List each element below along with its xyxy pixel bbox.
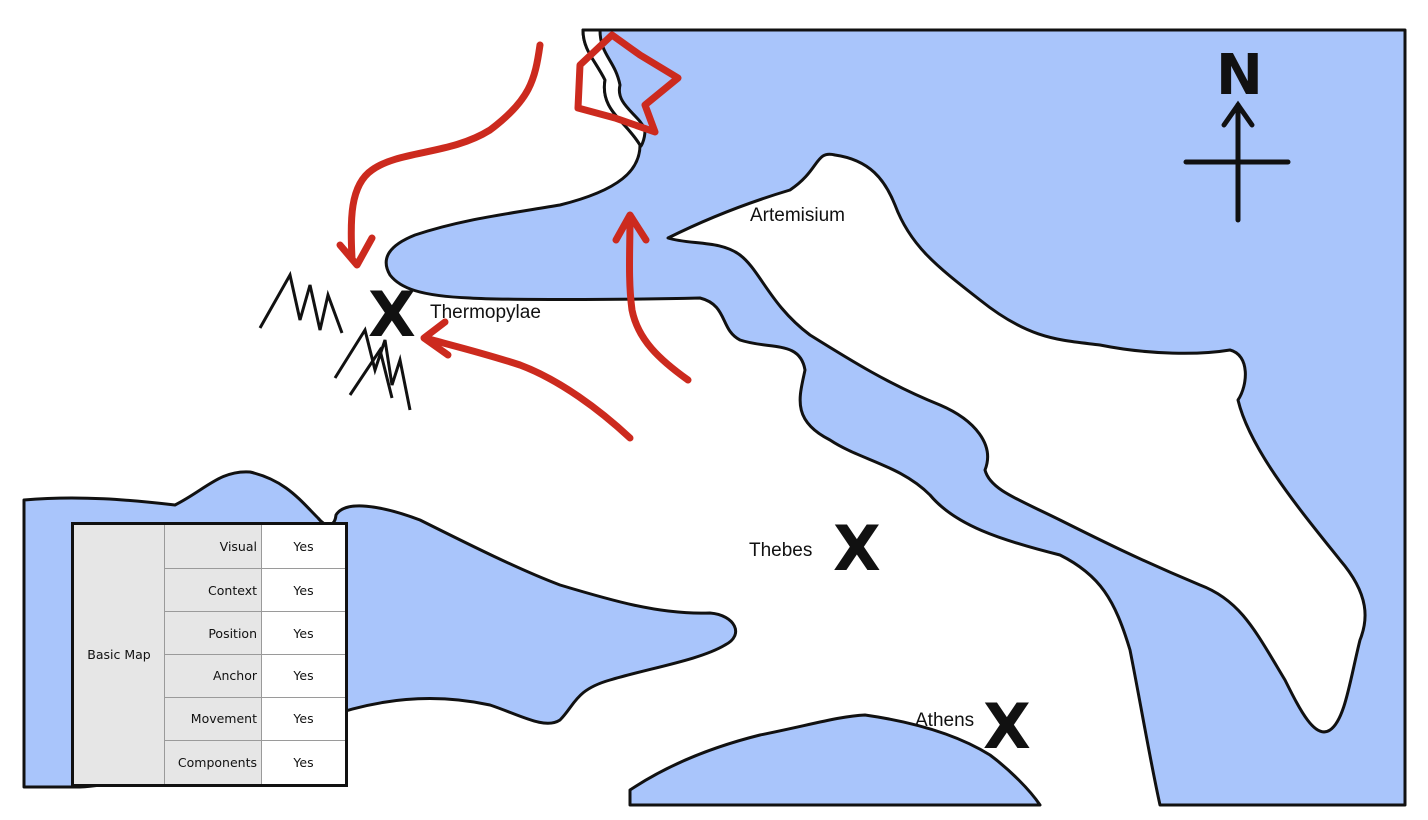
table-criterion: Visual <box>164 522 262 570</box>
place-label-thebes: Thebes <box>749 540 812 561</box>
aegean-sea <box>384 28 1407 807</box>
city-marker-athens: X <box>983 690 1031 763</box>
fleet-formation <box>574 31 682 136</box>
place-label-athens: Athens <box>915 710 974 731</box>
table-value: Yes <box>261 522 347 570</box>
table-value: Yes <box>261 696 347 741</box>
persian-route-arrow-east <box>421 334 634 442</box>
table-row: Anchor Yes <box>73 653 347 698</box>
battle-marker-thermopylae: X <box>368 278 416 351</box>
table-value: Yes <box>261 739 347 786</box>
table-criterion: Components <box>164 739 262 786</box>
arrow-head <box>612 211 650 244</box>
city-marker-thebes: X <box>833 512 881 585</box>
table-row: Position Yes <box>73 611 347 655</box>
table-criterion: Movement <box>164 696 262 741</box>
table-criterion: Position <box>164 611 262 655</box>
table-value: Yes <box>261 611 347 655</box>
movement-arrows <box>336 31 692 442</box>
table-group-label: Basic Map <box>72 523 165 786</box>
north-compass: N <box>1183 43 1291 223</box>
place-label-thermopylae: Thermopylae <box>430 302 541 323</box>
table-row: Components Yes <box>73 739 347 786</box>
table-row: Basic Map Visual Yes <box>72 522 347 786</box>
compass-arrowhead-icon <box>1221 100 1255 128</box>
fleet-route-arrow <box>626 214 692 384</box>
saronic-gulf <box>628 713 1042 807</box>
compass-north-label: N <box>1216 43 1263 108</box>
table-row: Context Yes <box>73 568 347 613</box>
arrow-head <box>420 318 452 359</box>
euboea-island <box>666 152 1367 734</box>
table-value: Yes <box>261 568 347 613</box>
table-criterion: Anchor <box>164 653 262 698</box>
evaluation-table: Basic Map Visual Yes Context Yes Positio… <box>71 522 348 787</box>
mountain-icon <box>348 346 394 399</box>
north-peninsula <box>581 28 647 148</box>
arrow-head <box>336 234 376 269</box>
table-criterion: Context <box>164 568 262 613</box>
place-label-artemisium: Artemisium <box>750 205 845 226</box>
persian-route-arrow-north <box>347 41 544 262</box>
table-value: Yes <box>261 653 347 698</box>
mountain-icon <box>258 270 344 334</box>
land-masses <box>581 28 1367 734</box>
table-row: Movement Yes <box>73 696 347 741</box>
mountain-icon <box>333 326 412 411</box>
mountain-icons <box>258 270 412 411</box>
